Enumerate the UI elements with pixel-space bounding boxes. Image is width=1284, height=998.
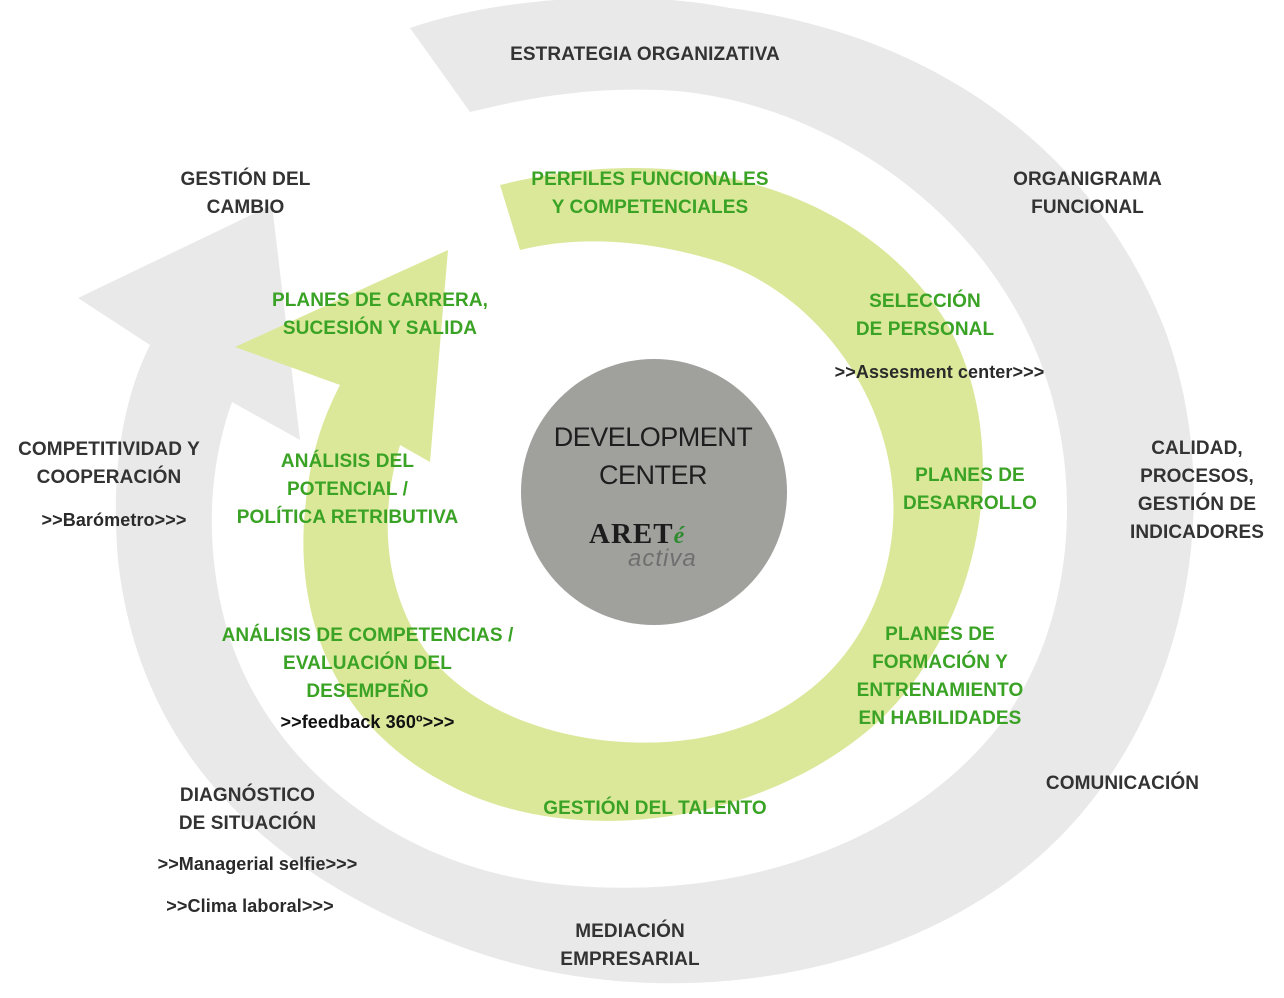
logo-accent-text: é <box>673 523 686 549</box>
label-talent-management: GESTIÓN DEL TALENTO <box>543 798 767 819</box>
tool-barometer: >>Barómetro>>> <box>41 510 187 530</box>
label-potential-analysis: ANÁLISIS DEL POTENCIAL / POLÍTICA RETRIB… <box>236 451 459 528</box>
tool-work-climate: >>Clima laboral>>> <box>166 896 334 916</box>
label-quality: CALIDAD, PROCESOS, GESTIÓN DE INDICADORE… <box>1129 438 1265 543</box>
label-change-management: GESTIÓN DEL CAMBIO <box>180 169 311 218</box>
tool-feedback-360: >>feedback 360º>>> <box>280 712 455 732</box>
brand-logo: ARETé <box>589 518 685 551</box>
label-profiles: PERFILES FUNCIONALES Y COMPETENCIALES <box>531 169 769 218</box>
logo-sub-text: activa <box>628 545 697 572</box>
center-circle <box>521 359 787 625</box>
label-organigram: ORGANIGRAMA FUNCIONAL <box>1013 169 1162 218</box>
label-career-plans: PLANES DE CARRERA, SUCESIÓN Y SALIDA <box>271 290 489 339</box>
label-competency-analysis: ANÁLISIS DE COMPETENCIAS / EVALUACIÓN DE… <box>221 625 514 702</box>
label-mediation: MEDIACIÓN EMPRESARIAL <box>560 921 700 970</box>
label-strategy: ESTRATEGIA ORGANIZATIVA <box>510 44 780 65</box>
tool-managerial-selfie: >>Managerial selfie>>> <box>157 854 358 874</box>
label-training-plans: PLANES DE FORMACIÓN Y ENTRENAMIENTO EN H… <box>856 624 1024 729</box>
label-competitiveness: COMPETITIVIDAD Y COOPERACIÓN <box>18 439 200 488</box>
label-communication: COMUNICACIÓN <box>1045 773 1200 794</box>
center-title: DEVELOPMENT CENTER <box>553 422 753 490</box>
logo-main-text: ARET <box>589 518 674 550</box>
label-selection: SELECCIÓN DE PERSONAL <box>855 291 995 340</box>
label-diagnosis: DIAGNÓSTICO DE SITUACIÓN <box>178 785 317 834</box>
label-development-plans: PLANES DE DESARROLLO <box>903 465 1037 514</box>
inner-cycle-arrow <box>235 168 983 821</box>
tool-assessment-center: >>Assesment center>>> <box>834 362 1045 382</box>
